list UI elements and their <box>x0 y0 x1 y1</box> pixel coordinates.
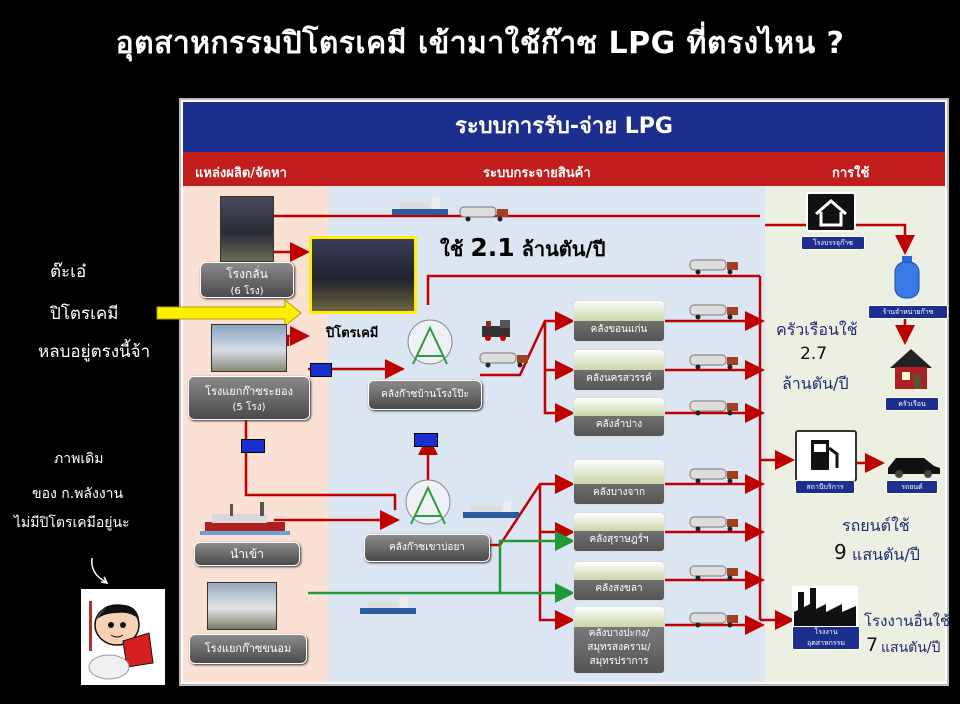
curved-arrow-icon <box>91 557 109 584</box>
tanker-truck-icon <box>688 398 740 416</box>
import-box: นำเข้า <box>194 542 300 566</box>
tanker-ship-icon <box>358 596 418 618</box>
car-usage-unit: แสนตัน/ปี <box>852 545 920 564</box>
depot-surat: คลังสุราษฎร์ฯ <box>573 512 665 552</box>
page-title: อุตสาหกรรมปิโตรเคมี เข้ามาใช้ก๊าซ LPG ที… <box>115 26 845 61</box>
tanker-ship-icon <box>461 500 521 522</box>
gas-shop-label: ร้านจำหน่ายก๊าซ <box>868 305 948 319</box>
tanker-truck-icon <box>688 466 740 484</box>
valve-icon <box>310 363 332 377</box>
tanker-truck-icon <box>688 563 740 581</box>
petrochem-photo <box>309 236 417 314</box>
car-usage-value: 9 <box>834 540 847 564</box>
household-label: ครัวเรือน <box>885 397 939 411</box>
valve-icon <box>241 439 265 453</box>
gas-station-icon <box>795 430 857 482</box>
petrochem-usage-prefix: ใช้ <box>440 237 464 261</box>
depot-bangchak: คลังบางจาก <box>573 459 665 505</box>
tanker-truck-icon <box>688 352 740 370</box>
refinery-box: โรงกลั่น (6 โรง) <box>200 262 294 298</box>
household-usage-unit: ล้านตัน/ปี <box>782 374 849 393</box>
factory-label-line: อุตสาหกรรม <box>807 639 845 647</box>
gas-plant-rayong-box: โรงแยกก๊าซระยอง (5 โรง) <box>188 376 310 420</box>
factory-usage-unit: แสนตัน/ปี <box>881 640 941 656</box>
depot-label: คลังลำปาง <box>595 419 643 430</box>
train-icon <box>478 318 518 342</box>
gas-plant-khanom-photo <box>207 582 277 630</box>
depot-label: คลังนครสวรรค์ <box>586 373 652 384</box>
factory-usage-title: โรงงานอื่นใช้ <box>864 612 951 630</box>
bottom-note-line: ของ ก.พลังงาน <box>32 486 124 502</box>
column-source-label: แหล่งผลิต/จัดหา <box>195 166 287 181</box>
factory-label-line: โรงงาน <box>814 628 838 636</box>
diagram-header: ระบบการรับ-จ่าย LPG <box>183 102 945 152</box>
depot-label: สมุทรสงคราม/ <box>587 642 651 653</box>
gas-plant-khanom-box: โรงแยกก๊าซขนอม <box>189 634 307 664</box>
depot-label: คลังสุราษฎร์ฯ <box>589 534 649 545</box>
car-usage-title: รถยนต์ใช้ <box>842 516 910 535</box>
hub-ban-rong-pho: คลังก๊าซบ้านโรงโป๊ะ <box>368 380 482 410</box>
tanker-truck-icon <box>688 610 740 628</box>
petrochem-usage: ใช้ 2.1 ล้านตัน/ปี <box>440 233 605 265</box>
column-band <box>183 152 945 186</box>
import-ship-icon <box>200 496 290 538</box>
tanker-truck-icon <box>688 257 740 275</box>
depot-songkhla: คลังสงขลา <box>573 561 665 601</box>
household-usage-title: ครัวเรือนใช้ <box>776 320 858 339</box>
cartoon-character-image <box>81 589 165 685</box>
storage-sphere-icon <box>401 478 455 534</box>
left-note-line: หลบอยู่ตรงนี้จ้า <box>38 342 151 362</box>
depot-label: สมุทรปราการ <box>589 656 649 667</box>
gas-plant-rayong-label: โรงแยกก๊าซระยอง <box>205 385 293 398</box>
depot-lampang: คลังลำปาง <box>573 397 665 437</box>
depot-nakhon-sawan: คลังนครสวรรค์ <box>573 349 665 391</box>
refinery-label: โรงกลั่น <box>226 267 268 281</box>
valve-icon <box>414 433 438 447</box>
refinery-photo <box>220 196 274 262</box>
tanker-truck-icon <box>688 302 740 320</box>
refinery-count: (6 โรง) <box>230 286 264 297</box>
depot-khon-kaen: คลังขอนแก่น <box>573 300 665 342</box>
tanker-ship-icon <box>390 195 450 219</box>
hub-khao-bo-ya: คลังก๊าซเขาบ่อยา <box>364 534 490 562</box>
petrochem-usage-value: 2.1 <box>470 233 515 262</box>
factory-icon <box>792 586 858 630</box>
tanker-truck-icon <box>458 204 510 222</box>
factory-usage-value: 7 <box>866 634 879 656</box>
tanker-truck-icon <box>478 350 530 368</box>
gas-plant-rayong-count: (5 โรง) <box>232 402 266 413</box>
depot-label: คลังสงขลา <box>595 583 643 594</box>
bottom-note-line: ไม่มีปิโตรเคมีอยู่นะ <box>14 515 130 531</box>
depot-label: คลังบางจาก <box>592 487 646 498</box>
home-icon <box>806 192 856 232</box>
tanker-truck-icon <box>688 514 740 532</box>
column-usage-label: การใช้ <box>832 166 870 181</box>
depot-bangpakong: คลังบางปะกง/ สมุทรสงคราม/ สมุทรปราการ <box>573 606 665 674</box>
column-distribution-label: ระบบกระจายสินค้า <box>483 166 591 181</box>
household-usage-value: 2.7 <box>800 344 828 364</box>
car-icon <box>884 452 942 478</box>
gas-plant-rayong-photo <box>211 324 287 372</box>
gas-cylinder-icon <box>892 256 922 300</box>
left-note-line: ต๊ะเอ๋ <box>50 262 87 282</box>
petrochem-label: ปิโตรเคมี <box>326 326 379 341</box>
depot-label: คลังขอนแก่น <box>590 324 648 335</box>
depot-label: คลังบางปะกง/ <box>588 628 650 639</box>
factory-label: โรงงาน อุตสาหกรรม <box>792 626 860 650</box>
storage-sphere-icon <box>405 318 455 374</box>
petrochem-usage-unit: ล้านตัน/ปี <box>521 237 606 261</box>
bottom-note-line: ภาพเดิม <box>54 451 104 467</box>
bottling-plant-label: โรงบรรจุก๊าซ <box>801 236 865 250</box>
left-note-line: ปิโตรเคมี <box>50 304 119 324</box>
house-icon <box>888 346 934 390</box>
car-label: รถยนต์ <box>886 480 938 494</box>
station-label: สถานีบริการ <box>795 480 855 494</box>
